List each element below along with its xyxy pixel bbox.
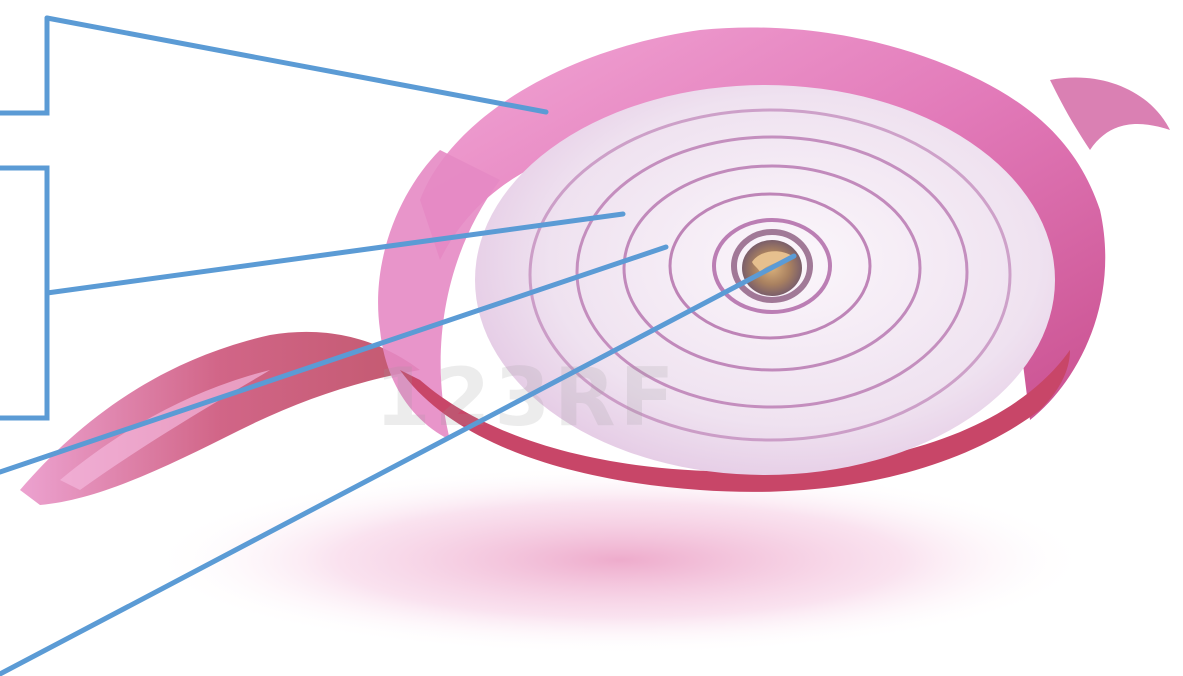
onion-shadow: [150, 465, 1090, 655]
label-bracket-1: [0, 18, 47, 113]
curl-skin-right: [1050, 77, 1170, 150]
label-bracket-2: [0, 168, 47, 418]
leader-line-outer-skin: [47, 18, 546, 112]
